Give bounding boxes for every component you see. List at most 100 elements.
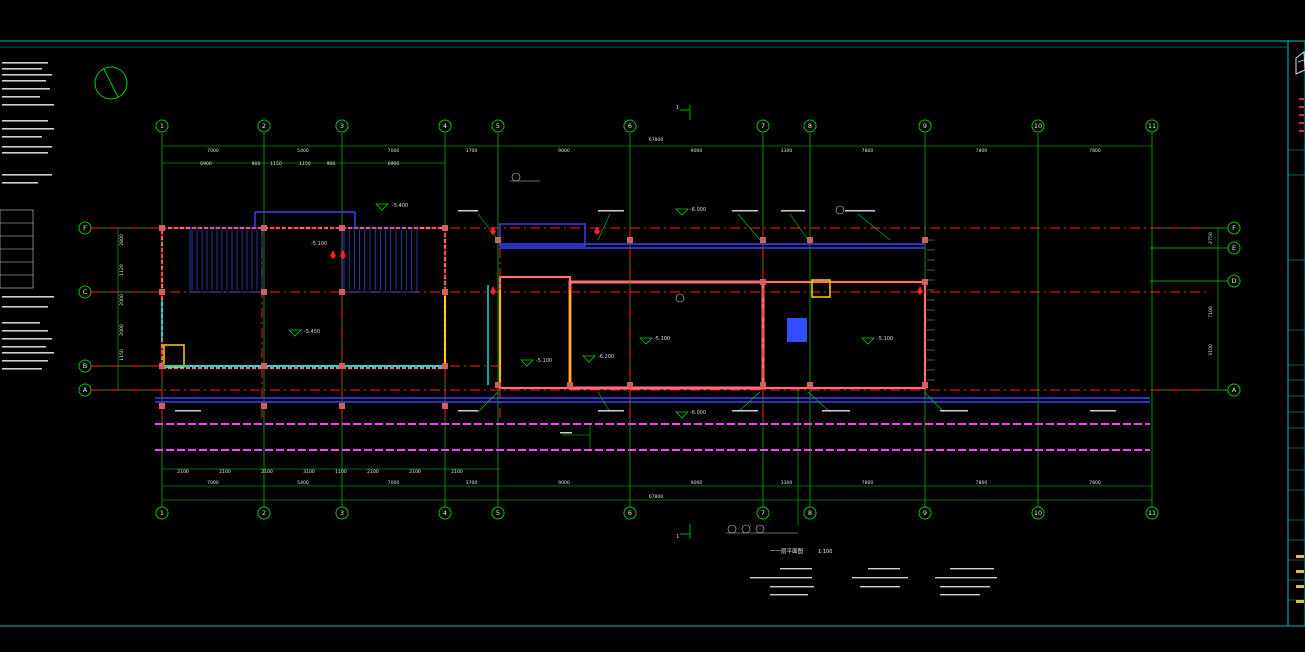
- axis-bubble-10[interactable]: 10: [1031, 506, 1045, 520]
- stair-steps: [191, 230, 412, 290]
- column: [922, 279, 928, 285]
- dimension-value: 7800: [976, 480, 988, 486]
- dimension-value: 2750: [1208, 232, 1214, 244]
- dimension-value: 2100: [177, 469, 189, 475]
- axis-bubble-5[interactable]: 5: [491, 119, 505, 133]
- dimension-value: 7800: [1089, 148, 1101, 154]
- svg-text:3: 3: [340, 509, 344, 517]
- svg-text:7: 7: [761, 122, 765, 130]
- level-markers: [288, 203, 875, 419]
- axis-bubble-3[interactable]: 3: [335, 506, 349, 520]
- svg-text:-6.000: -6.000: [690, 410, 706, 416]
- column: [442, 403, 448, 409]
- axis-bubble-9[interactable]: 9: [918, 119, 932, 133]
- axis-bubble-left-B[interactable]: B: [78, 359, 92, 373]
- axis-bubble-11[interactable]: 11: [1145, 506, 1159, 520]
- dimension-value: 2100: [219, 469, 231, 475]
- total-dimension-top: 67800: [649, 137, 664, 143]
- dimension-value: 6900: [388, 161, 400, 167]
- dimension-value: 1150: [299, 161, 311, 167]
- dimension-value: 7000: [388, 480, 400, 486]
- axis-bubble-4[interactable]: 4: [438, 506, 452, 520]
- svg-text:-6.200: -6.200: [598, 354, 614, 360]
- svg-text:9: 9: [923, 509, 927, 517]
- dimension-value: 900: [252, 161, 261, 167]
- column: [339, 363, 345, 369]
- axis-bubble-2[interactable]: 2: [257, 506, 271, 520]
- axis-bubble-1[interactable]: 1: [155, 119, 169, 133]
- svg-text:7: 7: [761, 509, 765, 517]
- small-stair: [787, 318, 807, 342]
- svg-text:E: E: [1232, 244, 1236, 252]
- level-labels: -5.400 -5.450 -6.000 -5.100 -5.100 -5.10…: [304, 203, 893, 416]
- column: [567, 382, 573, 388]
- axis-bubble-4[interactable]: 4: [438, 119, 452, 133]
- axis-bubble-right-D[interactable]: D: [1227, 274, 1241, 288]
- svg-text:2: 2: [262, 122, 266, 130]
- dimension-lines: [117, 145, 1219, 501]
- svg-text:5: 5: [496, 509, 500, 517]
- svg-text:-6.000: -6.000: [690, 207, 706, 213]
- dimension-value: 7800: [1089, 480, 1101, 486]
- axis-bubble-1[interactable]: 1: [155, 506, 169, 520]
- column: [261, 363, 267, 369]
- dimension-value: 1150: [270, 161, 282, 167]
- dimension-value: 2100: [261, 469, 273, 475]
- axis-bubble-6[interactable]: 6: [623, 119, 637, 133]
- axis-bubble-11[interactable]: 11: [1145, 119, 1159, 133]
- axis-bubble-6[interactable]: 6: [623, 506, 637, 520]
- dimension-value: 7800: [862, 480, 874, 486]
- axis-bubble-right-A[interactable]: A: [1227, 383, 1241, 397]
- interior-partitions: [161, 279, 831, 385]
- svg-text:B: B: [83, 362, 87, 370]
- drawing-title: 一一层平面图 1:100: [770, 547, 832, 555]
- dimension-value: 5400: [297, 148, 309, 154]
- svg-text:3: 3: [340, 122, 344, 130]
- fire-hydrant-icons: [330, 226, 923, 295]
- total-dimension-bottom: 67800: [649, 494, 664, 500]
- axis-bubble-5[interactable]: 5: [491, 506, 505, 520]
- axis-bubble-3[interactable]: 3: [335, 119, 349, 133]
- axis-bubble-left-A[interactable]: A: [78, 383, 92, 397]
- axis-bubble-8[interactable]: 8: [803, 506, 817, 520]
- axis-bubble-right-F[interactable]: F: [1227, 221, 1241, 235]
- axis-bubble-8[interactable]: 8: [803, 119, 817, 133]
- column: [442, 225, 448, 231]
- stair-right: [341, 227, 418, 293]
- building-walls: [160, 226, 927, 390]
- axis-bubble-7[interactable]: 7: [756, 506, 770, 520]
- axis-bubble-7[interactable]: 7: [756, 119, 770, 133]
- company-logo-icon: [1295, 51, 1305, 75]
- axis-bubble-left-C[interactable]: C: [78, 285, 92, 299]
- magenta-lines: [155, 423, 1150, 451]
- dimension-value: 9000: [691, 148, 703, 154]
- column: [159, 363, 165, 369]
- svg-text:6: 6: [628, 122, 632, 130]
- dimension-value: 9000: [691, 480, 703, 486]
- column: [760, 382, 766, 388]
- svg-text:11: 11: [1148, 122, 1156, 130]
- axis-bubble-left-F[interactable]: F: [78, 221, 92, 235]
- dimension-value: 1150: [119, 349, 125, 361]
- svg-text:4: 4: [443, 122, 447, 130]
- svg-text:8: 8: [808, 122, 812, 130]
- axis-bubble-10[interactable]: 10: [1031, 119, 1045, 133]
- blue-wall-lines: [155, 211, 1150, 403]
- axis-bubble-right-E[interactable]: E: [1227, 241, 1241, 255]
- stair-left: [189, 227, 263, 293]
- dimension-value: 2000: [119, 324, 125, 336]
- svg-text:-5.100: -5.100: [877, 336, 893, 342]
- axis-bubble-2[interactable]: 2: [257, 119, 271, 133]
- section-mark-bottom: 1: [676, 534, 679, 540]
- axis-bubble-9[interactable]: 9: [918, 506, 932, 520]
- dimension-value: 3300: [781, 148, 793, 154]
- svg-text:5: 5: [496, 122, 500, 130]
- column: [261, 225, 267, 231]
- section-markers: [680, 105, 691, 539]
- column: [760, 237, 766, 243]
- column: [627, 382, 633, 388]
- column: [159, 225, 165, 231]
- dimension-value: 7000: [207, 480, 219, 486]
